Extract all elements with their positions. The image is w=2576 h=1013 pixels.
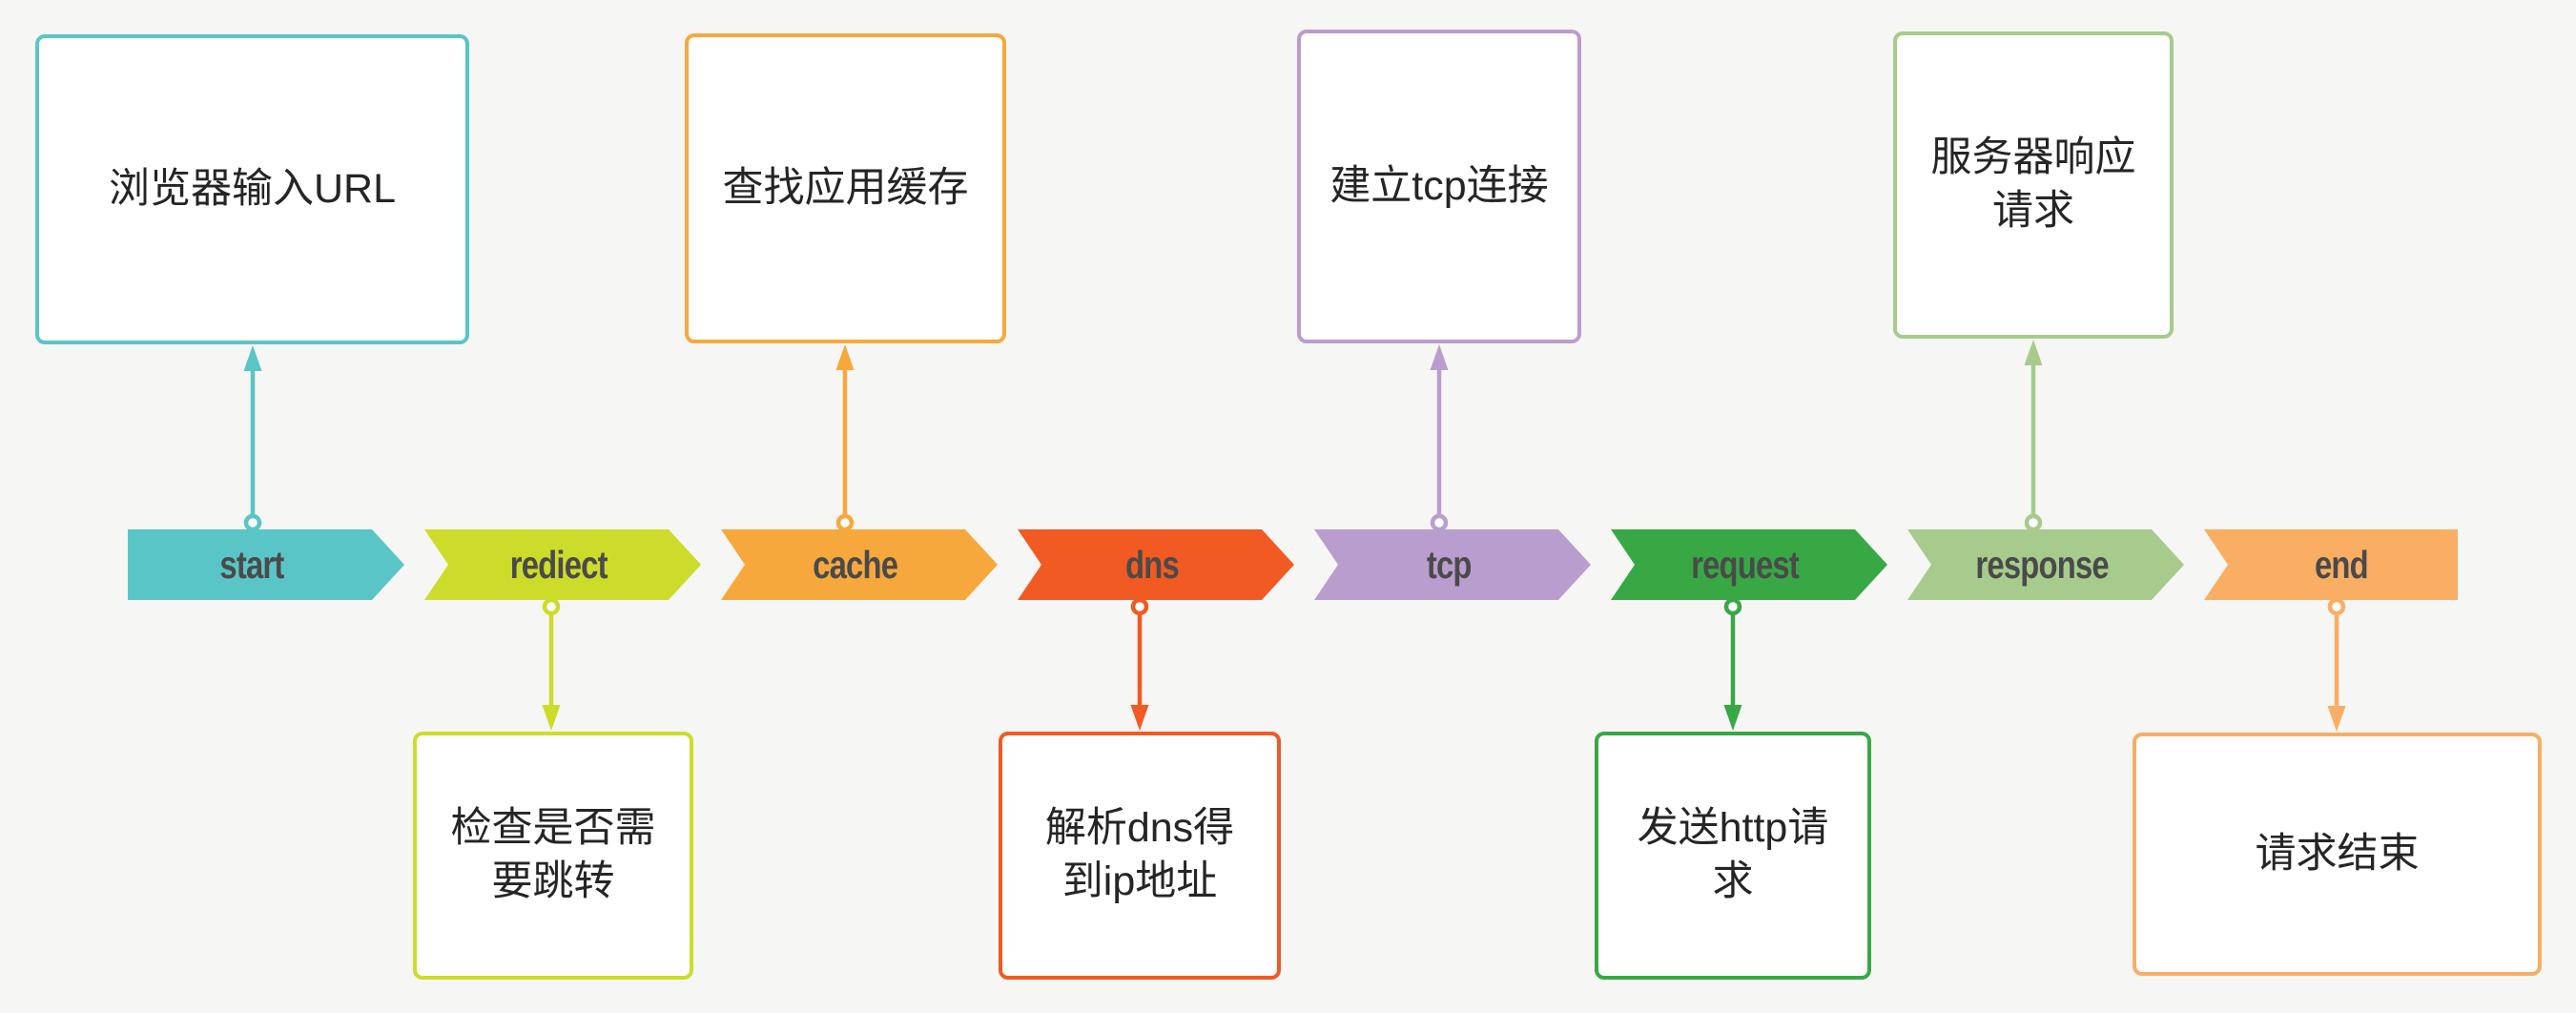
connector-response <box>2024 340 2043 532</box>
connector-end <box>2327 597 2346 732</box>
step-box-dns[interactable]: 解析dns得 到ip地址 <box>999 732 1281 980</box>
arrowhead-icon <box>1430 344 1449 370</box>
step-box-text: 检查是否需 要跳转 <box>450 805 656 904</box>
stage-chevron-request[interactable]: request <box>1611 529 1887 600</box>
step-box-text: 发送http请 求 <box>1637 805 1829 904</box>
stage-label: cache <box>813 542 898 587</box>
connector-dot-icon <box>835 513 855 532</box>
step-box-end[interactable]: 请求结束 <box>2133 733 2542 976</box>
stage-label: end <box>2315 542 2369 587</box>
step-box-rediect[interactable]: 检查是否需 要跳转 <box>413 732 693 980</box>
arrowhead-icon <box>1130 705 1149 731</box>
connector-dot-icon <box>1130 597 1149 616</box>
stage-chevron-end[interactable]: end <box>2204 529 2458 600</box>
connector-rediect <box>542 597 561 731</box>
connector-dot-icon <box>542 597 561 616</box>
arrowhead-icon <box>542 705 561 731</box>
stage-label: dns <box>1125 542 1179 587</box>
stage-chevron-cache[interactable]: cache <box>721 529 998 600</box>
step-box-request[interactable]: 发送http请 求 <box>1595 732 1871 980</box>
step-box-start[interactable]: 浏览器输入URL <box>35 34 469 344</box>
connector-dot-icon <box>243 513 262 532</box>
connector-tcp <box>1430 344 1449 532</box>
stage-chevron-dns[interactable]: dns <box>1018 529 1294 600</box>
step-box-text: 浏览器输入URL <box>108 165 397 212</box>
step-box-text: 建立tcp连接 <box>1329 162 1549 209</box>
arrowhead-icon <box>835 344 855 370</box>
stage-label: rediect <box>510 542 608 587</box>
connector-start <box>243 345 262 532</box>
step-box-tcp[interactable]: 建立tcp连接 <box>1297 30 1581 343</box>
step-box-text: 解析dns得 到ip地址 <box>1044 805 1235 904</box>
connector-request <box>1723 597 1742 731</box>
arrowhead-icon <box>1723 705 1742 731</box>
connector-cache <box>835 344 855 532</box>
stage-label: start <box>219 542 284 587</box>
step-box-cache[interactable]: 查找应用缓存 <box>685 33 1006 343</box>
stage-label: response <box>1975 542 2109 587</box>
stage-chevron-start[interactable]: start <box>128 529 404 600</box>
stage-label: tcp <box>1426 542 1472 587</box>
stage-chevron-tcp[interactable]: tcp <box>1314 529 1591 600</box>
stage-chevron-response[interactable]: response <box>1907 529 2184 600</box>
arrowhead-icon <box>2024 340 2043 365</box>
connector-dns <box>1130 597 1149 731</box>
step-box-response[interactable]: 服务器响应 请求 <box>1893 31 2174 339</box>
step-box-text: 请求结束 <box>2255 830 2420 877</box>
connector-dot-icon <box>2024 513 2043 532</box>
step-box-text: 服务器响应 请求 <box>1930 134 2136 234</box>
stage-chevron-rediect[interactable]: rediect <box>424 529 701 600</box>
connector-dot-icon <box>2327 597 2346 616</box>
connector-dot-icon <box>1430 513 1449 532</box>
stage-label: request <box>1691 542 1800 587</box>
connector-dot-icon <box>1723 597 1742 616</box>
arrowhead-icon <box>2327 706 2346 732</box>
step-box-text: 查找应用缓存 <box>722 164 969 211</box>
arrowhead-icon <box>243 345 262 371</box>
